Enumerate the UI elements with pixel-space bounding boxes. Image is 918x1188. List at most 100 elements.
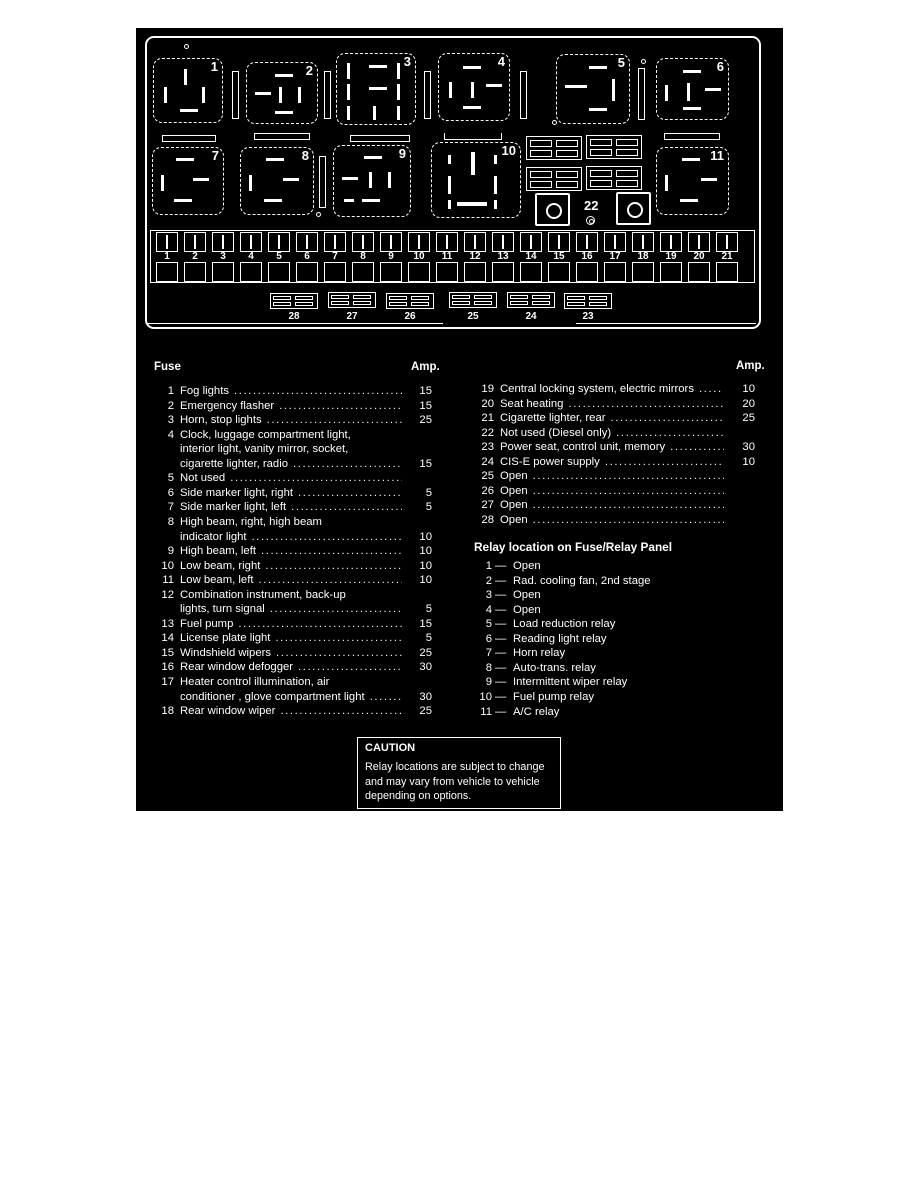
fuse-panel-black-plate: 1 2 3 — [136, 28, 783, 811]
fuse-number: 14 — [525, 251, 537, 262]
fuse-slot[interactable]: 7 — [322, 232, 348, 282]
fuse-row-amp: 15 — [419, 385, 432, 397]
leader-dots: ............................ — [280, 705, 402, 718]
fuse-pin — [418, 235, 420, 249]
fuse-clip-top — [604, 232, 626, 252]
fuse-slot[interactable]: 14 — [518, 232, 544, 282]
fuse-slot[interactable]: 1 — [154, 232, 180, 282]
fuse-slot[interactable]: 17 — [602, 232, 628, 282]
panel-screw — [552, 120, 557, 125]
fuse-row-number: 15 — [161, 646, 174, 659]
relay-row-description: Auto-trans. relay — [513, 661, 596, 674]
relay-pin — [494, 200, 497, 209]
fuse-slot[interactable]: 11 — [434, 232, 460, 282]
fuse-pin — [502, 235, 504, 249]
relay-socket-1[interactable]: 1 — [153, 58, 223, 123]
leader-dots: ............................. — [279, 399, 402, 412]
relay-socket-4[interactable]: 4 — [438, 53, 510, 121]
fuse-slot[interactable]: 16 — [574, 232, 600, 282]
fuse-clip-top — [212, 232, 234, 252]
relay-socket-3[interactable]: 3 — [336, 53, 416, 125]
relay-pin — [364, 156, 382, 159]
fuse-slot[interactable]: 18 — [630, 232, 656, 282]
fuse-row-description: Fog lights — [180, 385, 229, 397]
fuse-number: 21 — [721, 251, 733, 262]
bottom-connector[interactable] — [270, 293, 318, 309]
relay-row-description: Horn relay — [513, 647, 566, 660]
fuse-slot[interactable]: 21 — [714, 232, 740, 282]
bottom-connector[interactable] — [449, 292, 497, 308]
fuse-row-number: 13 — [161, 617, 174, 630]
relay-slot — [424, 71, 431, 119]
panel-screw — [184, 44, 189, 49]
relay-socket-11[interactable]: 11 — [656, 147, 729, 215]
relay-number-1: 1 — [210, 59, 218, 74]
relay-row: 8—Auto-trans. relay — [474, 662, 754, 677]
relay-socket-6[interactable]: 6 — [656, 58, 729, 120]
fuse-number: 17 — [609, 251, 621, 262]
bottom-connector[interactable] — [507, 292, 555, 308]
fuse-slot[interactable]: 6 — [294, 232, 320, 282]
fuse-pin — [586, 235, 588, 249]
fuse-slot[interactable]: 13 — [490, 232, 516, 282]
fuse-row-amp: 25 — [419, 705, 432, 718]
bottom-connector-number: 24 — [525, 311, 537, 322]
fuse-number: 5 — [276, 251, 282, 262]
fuse-slot[interactable]: 12 — [462, 232, 488, 282]
relay-row-description: Load reduction relay — [513, 618, 616, 631]
fuse-slot[interactable]: 4 — [238, 232, 264, 282]
relay-socket-9[interactable]: 9 — [333, 145, 411, 217]
relay-socket-2[interactable]: 2 — [246, 62, 318, 124]
relay-row-number: 4 — [485, 603, 492, 616]
fuse-clip-bottom — [156, 262, 178, 282]
fuse-clip-top — [268, 232, 290, 252]
fuse-row-amp: 10 — [419, 574, 432, 587]
relay-row-number: 5 — [485, 618, 492, 631]
fuse-clip-top — [716, 232, 738, 252]
fuse-row-amp: 30 — [419, 690, 432, 703]
relay-socket-5[interactable]: 5 — [556, 54, 630, 124]
fuse-slot[interactable]: 8 — [350, 232, 376, 282]
relay-row-dash: — — [495, 676, 507, 689]
fuse-slot[interactable]: 5 — [266, 232, 292, 282]
fuse-clip-bottom — [380, 262, 402, 282]
relay-row: 2—Rad. cooling fan, 2nd stage — [474, 575, 754, 590]
fuse-slot[interactable]: 3 — [210, 232, 236, 282]
fuse-slot[interactable]: 9 — [378, 232, 404, 282]
fuse-slot[interactable]: 20 — [686, 232, 712, 282]
fuse-slot[interactable]: 19 — [658, 232, 684, 282]
fuse-number: 18 — [637, 251, 649, 262]
leader-dots: .............................. — [275, 632, 402, 645]
relay-pin — [344, 199, 354, 202]
relay-pin — [486, 84, 502, 87]
relay-number-8: 8 — [301, 148, 309, 163]
bottom-connector-number: 25 — [467, 311, 479, 322]
fuse-clip-bottom — [464, 262, 486, 282]
fuse-row-number: 5 — [167, 472, 174, 485]
fuse-slot[interactable]: 15 — [546, 232, 572, 282]
relay-socket-10[interactable]: 10 — [431, 142, 521, 218]
relay-row-number: 8 — [485, 661, 492, 674]
fuse-slot[interactable]: 10 — [406, 232, 432, 282]
relay-pin — [449, 82, 452, 98]
leader-dots: ........................................… — [532, 513, 724, 526]
fuse-row-description: Rear window defogger — [180, 661, 294, 674]
fuse-row-number: 26 — [481, 484, 494, 497]
bottom-connector[interactable] — [564, 293, 612, 309]
bottom-connector[interactable] — [328, 292, 376, 308]
fuse-row-description: High beam, left — [180, 545, 256, 558]
fuse-row-amp: 15 — [419, 399, 432, 412]
fuse-clip-top — [380, 232, 402, 252]
bottom-connector-number: 27 — [346, 311, 358, 322]
fuse-slot[interactable]: 2 — [182, 232, 208, 282]
fuse-row: conditioner , glove compartment light...… — [154, 691, 442, 706]
fuse-row-description: Not used — [180, 472, 226, 485]
bottom-connector[interactable] — [386, 293, 434, 309]
relay-socket-7[interactable]: 7 — [152, 147, 224, 215]
relay-socket-8[interactable]: 8 — [240, 147, 314, 215]
